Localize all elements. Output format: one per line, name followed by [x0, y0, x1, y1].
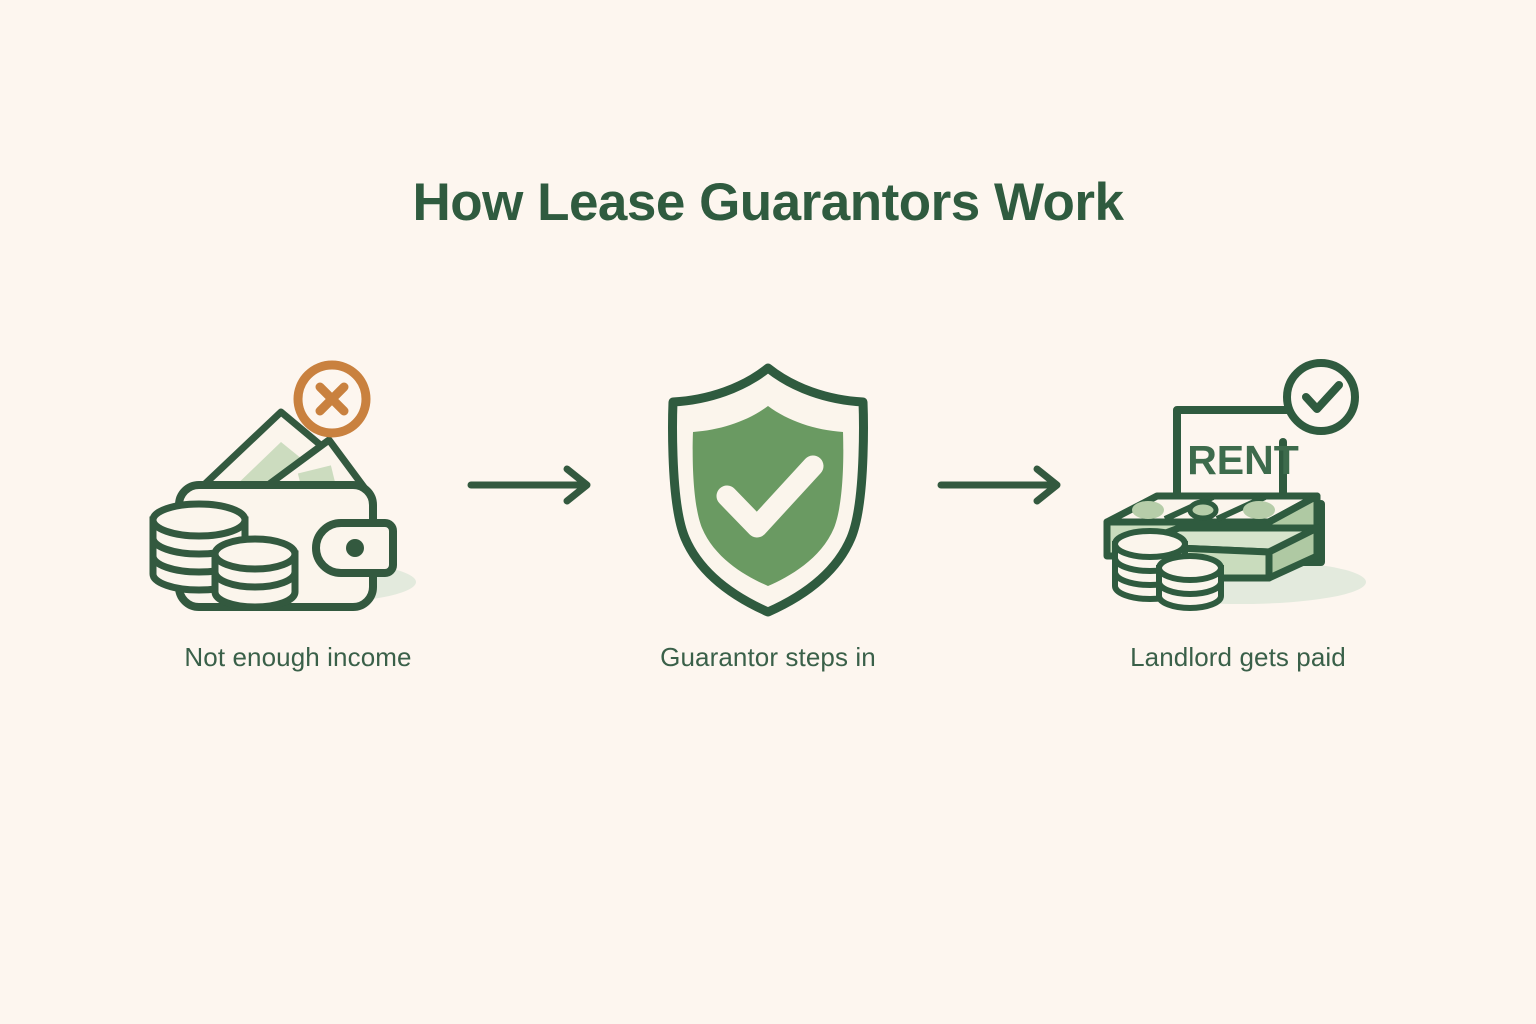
wallet-with-coins-icon	[133, 350, 463, 620]
step-landlord-gets-paid: RENT	[1073, 350, 1403, 673]
shield-check-icon	[603, 350, 933, 620]
bill-seal-right	[1243, 501, 1275, 519]
x-circle-badge	[293, 360, 371, 438]
step-guarantor-steps-in: Guarantor steps in	[603, 350, 933, 673]
arrow-step2-to-step3	[933, 350, 1073, 620]
arrow-right-icon	[467, 465, 591, 505]
check-mark-icon	[716, 455, 824, 538]
rent-receipt-with-cash-icon: RENT	[1073, 350, 1403, 620]
coin-stack-short	[211, 535, 299, 611]
bill-seal-left	[1132, 501, 1164, 519]
steps-row: Not enough income	[0, 350, 1536, 673]
shield-inner	[692, 406, 844, 586]
step-not-enough-income: Not enough income	[133, 350, 463, 673]
coin-stack-short	[1156, 553, 1224, 611]
bill-seal-center	[1187, 499, 1219, 521]
step-label-1: Not enough income	[184, 642, 412, 672]
step-label-3: Landlord gets paid	[1130, 642, 1346, 672]
arrow-right-icon	[937, 465, 1061, 505]
rent-document-text: RENT	[1187, 437, 1299, 483]
step-label-2: Guarantor steps in	[660, 642, 876, 672]
check-circle-badge	[1283, 359, 1359, 435]
page-title: How Lease Guarantors Work	[412, 173, 1124, 232]
arrow-step1-to-step2	[463, 350, 603, 620]
wallet-clasp-dot	[346, 539, 364, 557]
